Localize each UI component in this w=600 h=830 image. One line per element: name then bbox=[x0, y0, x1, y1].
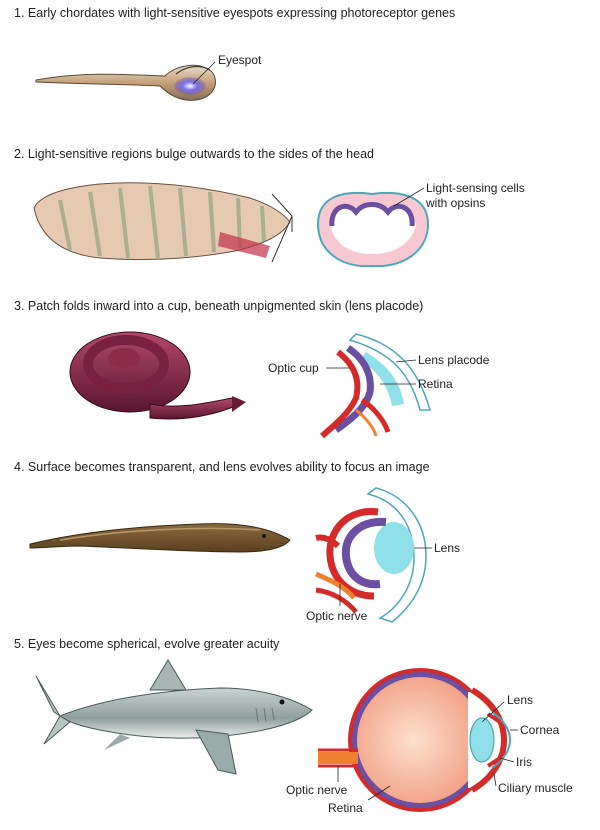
eel-like-illustration bbox=[29, 523, 291, 553]
step-2-number: 2. bbox=[14, 147, 25, 161]
light-sensing-cells-label-1: Light-sensing cells bbox=[426, 181, 525, 195]
step-4-number: 4. bbox=[14, 460, 25, 474]
spherical-eye-cross-section bbox=[318, 668, 512, 812]
retina-label-step-3: Retina bbox=[418, 377, 453, 391]
step-3-title: 3. Patch folds inward into a cup, beneat… bbox=[14, 299, 423, 314]
iris-label: Iris bbox=[516, 755, 532, 769]
step-3-text: Patch folds inward into a cup, beneath u… bbox=[27, 299, 424, 313]
lens-label-step-4: Lens bbox=[434, 541, 460, 555]
optic-nerve-label-step-5: Optic nerve bbox=[286, 783, 348, 797]
step-1-number: 1. bbox=[14, 6, 25, 20]
step-1-title: 1. Early chordates with light-sensitive … bbox=[14, 6, 455, 21]
shark-illustration bbox=[35, 659, 313, 775]
step-3-number: 3. bbox=[14, 299, 25, 313]
optic-cup-cross-section bbox=[320, 333, 431, 439]
retina-label-step-5: Retina bbox=[328, 801, 363, 815]
step-2-text: Light-sensitive regions bulge outwards t… bbox=[27, 147, 374, 161]
step-5-title: 5. Eyes become spherical, evolve greater… bbox=[14, 637, 279, 652]
step-4-title: 4. Surface becomes transparent, and lens… bbox=[14, 460, 430, 475]
early-chordate-illustration bbox=[35, 64, 216, 101]
step-4-text: Surface becomes transparent, and lens ev… bbox=[27, 460, 430, 474]
lens-eye-cross-section bbox=[315, 487, 427, 623]
eye-bulge-cross-section bbox=[316, 191, 430, 268]
optic-cup-label: Optic cup bbox=[268, 361, 319, 375]
eyespot-label: Eyespot bbox=[218, 53, 262, 67]
amphioxus-like-illustration bbox=[33, 182, 293, 263]
coiled-worm-illustration bbox=[69, 331, 246, 420]
light-sensing-cells-label-2: with opsins bbox=[425, 196, 485, 210]
lens-label-step-5: Lens bbox=[507, 693, 533, 707]
step-1-text: Early chordates with light-sensitive eye… bbox=[27, 6, 456, 20]
cornea-label: Cornea bbox=[520, 723, 560, 737]
step-5-number: 5. bbox=[14, 637, 25, 651]
ciliary-muscle-label: Ciliary muscle bbox=[498, 781, 573, 795]
step-2-title: 2. Light-sensitive regions bulge outward… bbox=[14, 147, 374, 162]
eyespot-mark bbox=[174, 77, 206, 95]
optic-nerve-label-step-4: Optic nerve bbox=[306, 609, 368, 623]
lens-placode-label: Lens placode bbox=[418, 353, 490, 367]
step-5-text: Eyes become spherical, evolve greater ac… bbox=[27, 637, 280, 651]
